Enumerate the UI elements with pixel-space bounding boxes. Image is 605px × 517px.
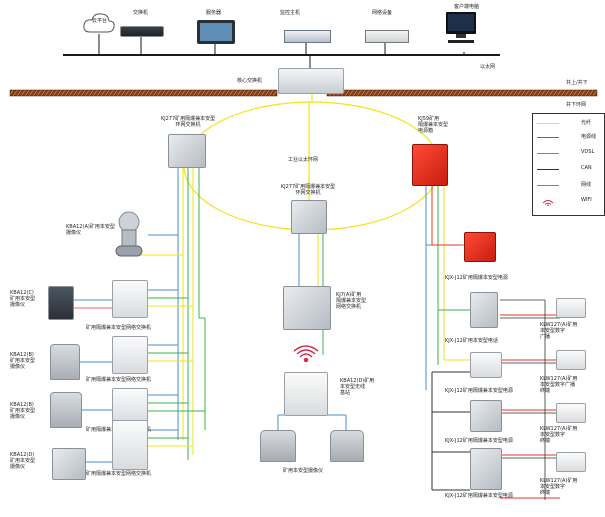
server-device[interactable] — [197, 20, 235, 44]
right-device-label-3: KJX-J12矿用隔爆兼本安型电源 — [445, 438, 513, 444]
switch-label: 交换机 — [133, 10, 149, 16]
chassis-label-1: 矿用隔爆兼本安型网络交换机 — [86, 325, 152, 331]
pc-label: 客户端电脑 — [454, 4, 480, 10]
center-ring-switch-label: KJ277矿用隔爆兼本安型 环网交换机 — [280, 184, 336, 196]
camera-5[interactable] — [52, 448, 86, 480]
right-device-4[interactable] — [470, 448, 502, 490]
ground-right — [326, 89, 598, 97]
ground-label: 井上/井下 — [566, 80, 588, 86]
camera-label-1: KBA12(A)矿用本安型 摄像仪 — [66, 224, 115, 236]
wireless-base-label: KBA12(D)矿用 本安型无线 基站 — [340, 378, 375, 396]
legend-row-can: CAN — [537, 164, 601, 174]
camera-4[interactable] — [50, 392, 82, 428]
switch-device[interactable] — [120, 26, 164, 37]
camera-2[interactable] — [48, 286, 74, 320]
right-device-label-0: KJX-J12矿用隔爆本安型电源 — [445, 275, 508, 281]
camera-3[interactable] — [50, 344, 80, 380]
chassis-links — [148, 289, 205, 447]
pc-base — [456, 34, 466, 38]
right-device-red[interactable] — [464, 232, 496, 262]
chassis-2[interactable] — [112, 336, 148, 374]
legend-row-net: 网线 — [537, 180, 601, 190]
ethernet-label: 以太网 — [480, 64, 496, 70]
broadcast-label-2: KLW127(A)矿用 本安型数字广播 终端 — [540, 376, 578, 394]
broadcast-label-3: KLW127(A)矿用 本安型数字 终端 — [540, 426, 578, 444]
network-label: 网络设备 — [372, 10, 393, 16]
chassis-1[interactable] — [112, 280, 148, 318]
chassis-4[interactable] — [112, 420, 148, 470]
core-switch-label: 核心交换机 — [237, 78, 263, 84]
right-device-label-4: KJX-J12矿用隔爆兼本安型电源 — [445, 493, 513, 499]
ring-label: 工业以太环网 — [288, 157, 319, 163]
right-power-box-label: KJ59矿用 隔爆兼本安型 电源箱 — [418, 116, 449, 134]
pc-keyboard — [448, 40, 474, 43]
monitor-device[interactable] — [284, 30, 331, 43]
right-device-label-1: KJX-J12矿用本安型电话 — [445, 338, 498, 344]
chassis-label-4: 矿用隔爆兼本安型网络交换机 — [86, 471, 152, 477]
camera-label-4: KBA12(B) 矿用本安型 摄像仪 — [10, 402, 36, 420]
center-ring-switch[interactable] — [291, 200, 327, 234]
camera-label-3: KBA12(B) 矿用本安型 摄像仪 — [10, 352, 36, 370]
broadcast-2[interactable] — [556, 350, 586, 370]
underground-label: 井下环网 — [566, 102, 587, 108]
right-device-label-2: KJX-J12矿用隔爆兼本安型电源 — [445, 388, 513, 394]
ground-left — [9, 89, 278, 97]
chassis-label-2: 矿用隔爆兼本安型网络交换机 — [86, 377, 152, 383]
left-ring-switch-label: KJ277矿用隔爆兼本安型 环网交换机 — [160, 116, 216, 128]
right-device-3[interactable] — [470, 400, 502, 432]
bottom-cameras-label: 矿用本安型摄像仪 — [283, 468, 324, 474]
camera-label-5: KBA12(D) 矿用本安型 摄像仪 — [10, 452, 36, 470]
monitor-label: 监控主机 — [280, 10, 301, 16]
broadcast-1[interactable] — [556, 298, 586, 318]
wireless-base-station[interactable] — [284, 372, 328, 416]
broadcast-4[interactable] — [556, 452, 586, 472]
legend: 光纤 电源线 VDSL CAN 网线 WIFI — [532, 113, 605, 216]
phone-device[interactable] — [470, 292, 498, 328]
wifi-legend-icon — [542, 200, 554, 206]
legend-row-vdsl: VDSL — [537, 148, 601, 158]
cloud-icon — [82, 12, 116, 34]
right-power-box[interactable] — [412, 144, 448, 186]
broadcast-label-4: KLW127(A)矿用 本安型数字 终端 — [540, 478, 578, 496]
server-label: 服务器 — [206, 10, 222, 16]
legend-row-fiber: 光纤 — [537, 118, 601, 128]
left-ring-switch[interactable] — [168, 134, 206, 168]
chassis-3[interactable] — [112, 388, 148, 424]
wifi-signal-icon — [293, 345, 319, 363]
right-device-2[interactable] — [470, 352, 502, 378]
legend-row-wifi: WIFI — [537, 196, 601, 206]
network-device[interactable] — [365, 30, 409, 43]
dome-camera-1[interactable] — [112, 210, 146, 262]
broadcast-label-1: KLW127(A)矿用 本安型数字 广播 — [540, 322, 578, 340]
bottom-camera-1[interactable] — [260, 430, 296, 462]
center-network-switch-label: KJ7(A)矿用 隔爆兼本安型 网络交换机 — [336, 292, 367, 310]
core-switch[interactable] — [278, 68, 344, 94]
camera-label-2: KBA12(C) 矿用本安型 摄像仪 — [10, 290, 36, 308]
bottom-camera-2[interactable] — [330, 430, 364, 462]
cloud-label: 云平台 — [92, 18, 108, 24]
broadcast-3[interactable] — [556, 403, 586, 423]
legend-row-power: 电源线 — [537, 132, 601, 142]
pc-monitor-icon[interactable] — [446, 12, 476, 34]
center-network-switch[interactable] — [283, 286, 331, 330]
